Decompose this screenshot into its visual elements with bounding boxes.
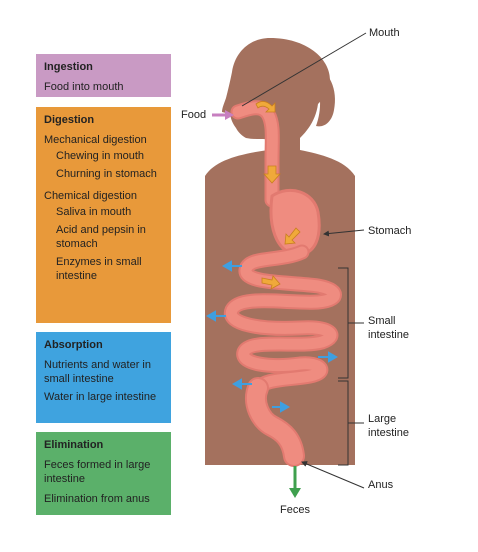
ingestion-item: Food into mouth xyxy=(44,81,124,93)
absorption-panel: Absorption Nutrients and water in small … xyxy=(36,332,171,423)
anus-label: Anus xyxy=(368,479,394,491)
stomach-shape xyxy=(269,188,321,256)
digestion-item-chewing: Chewing in mouth xyxy=(56,150,145,162)
digestion-item-churning: Churning in stomach xyxy=(56,168,157,180)
digestion-item-enzymes: Enzymes in small intestine xyxy=(56,256,142,282)
absorption-item-small: Nutrients and water in small intestine xyxy=(44,359,151,385)
digestion-item-saliva: Saliva in mouth xyxy=(56,206,132,218)
absorption-title: Absorption xyxy=(44,339,103,351)
stomach-label: Stomach xyxy=(368,225,412,237)
mouth-digestion-arrow xyxy=(255,101,276,113)
digestion-panel: Digestion Mechanical digestion Chewing i… xyxy=(36,107,171,323)
digestion-item-acid-pepsin: Acid and pepsin in stomach xyxy=(56,224,146,250)
mouth-label: Mouth xyxy=(369,27,400,39)
mechanical-digestion-heading: Mechanical digestion xyxy=(44,134,147,146)
digestion-arrows xyxy=(255,101,301,290)
stomach-digestion-arrow xyxy=(284,227,301,245)
small-intestine-label: Small intestine xyxy=(368,315,409,341)
food-arrow xyxy=(212,110,234,120)
ingestion-panel: Ingestion Food into mouth xyxy=(36,54,171,97)
elimination-item-anus: Elimination from anus xyxy=(44,493,150,505)
elimination-panel: Elimination Feces formed in large intest… xyxy=(36,432,171,515)
elimination-title: Elimination xyxy=(44,439,104,451)
digestion-title: Digestion xyxy=(44,114,95,126)
food-label: Food xyxy=(181,109,207,121)
ingestion-title: Ingestion xyxy=(44,61,93,73)
esophagus-digestion-arrow xyxy=(263,165,281,184)
feces-arrow xyxy=(289,466,301,498)
chemical-digestion-heading: Chemical digestion xyxy=(44,190,137,202)
absorption-item-large: Water in large intestine xyxy=(44,391,157,403)
intestine-digestion-arrow xyxy=(261,275,281,290)
feces-label: Feces xyxy=(280,504,310,516)
leader-lines xyxy=(241,32,367,489)
digestive-tract xyxy=(223,100,342,467)
elimination-item-feces: Feces formed in large intestine xyxy=(44,459,151,485)
absorption-arrows xyxy=(205,260,339,413)
large-intestine-label: Large intestine xyxy=(368,413,409,439)
